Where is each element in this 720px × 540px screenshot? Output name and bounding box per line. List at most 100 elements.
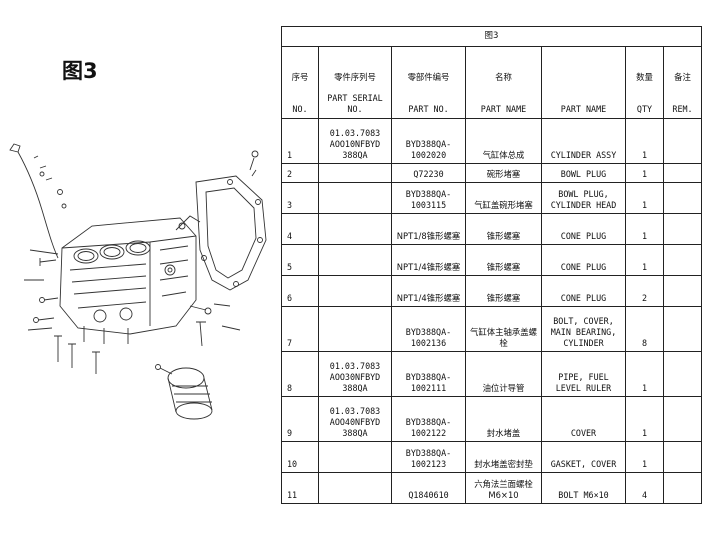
row-serial bbox=[318, 244, 392, 276]
row-no: 6 bbox=[281, 275, 319, 307]
row-no: 7 bbox=[281, 306, 319, 352]
header-name-cn: 名称 bbox=[465, 46, 542, 86]
row-rem bbox=[663, 351, 702, 397]
table-row: 3 BYD388QA-1003115 气缸盖碗形堵塞 BOWL PLUG, CY… bbox=[281, 182, 702, 214]
row-name-cn: 封水堵盖 bbox=[465, 396, 542, 442]
row-serial bbox=[318, 441, 392, 473]
row-qty: 1 bbox=[625, 163, 664, 183]
table-row: 5 NPT1/4锥形螺塞 锥形螺塞 CONE PLUG 1 bbox=[281, 244, 702, 276]
header-no-en: NO. bbox=[281, 86, 319, 119]
row-qty: 1 bbox=[625, 182, 664, 214]
row-name-cn: 锥形螺塞 bbox=[465, 275, 542, 307]
figure-label: 图3 bbox=[62, 59, 98, 83]
row-name-cn: 封水堵盖密封垫 bbox=[465, 441, 542, 473]
row-serial: 01.03.7083 AOO30NFBYD 388QA bbox=[318, 351, 392, 397]
row-rem bbox=[663, 182, 702, 214]
row-name-cn: 锥形螺塞 bbox=[465, 244, 542, 276]
row-name-en: BOWL PLUG, CYLINDER HEAD bbox=[541, 182, 626, 214]
header-name-en-cn bbox=[541, 46, 626, 86]
row-no: 3 bbox=[281, 182, 319, 214]
row-no: 4 bbox=[281, 213, 319, 245]
row-no: 5 bbox=[281, 244, 319, 276]
row-name-cn: 气缸盖碗形堵塞 bbox=[465, 182, 542, 214]
row-qty: 1 bbox=[625, 213, 664, 245]
row-rem bbox=[663, 441, 702, 473]
row-part-no: Q72230 bbox=[391, 163, 466, 183]
row-serial bbox=[318, 213, 392, 245]
row-rem bbox=[663, 306, 702, 352]
row-name-en: PIPE, FUEL LEVEL RULER bbox=[541, 351, 626, 397]
table-row: 8 01.03.7083 AOO30NFBYD 388QA BYD388QA-1… bbox=[281, 351, 702, 397]
table-row: 10 BYD388QA-1002123 封水堵盖密封垫 GASKET, COVE… bbox=[281, 441, 702, 473]
header-qty-cn: 数量 bbox=[625, 46, 664, 86]
row-qty: 2 bbox=[625, 275, 664, 307]
row-part-no: BYD388QA-1002136 bbox=[391, 306, 466, 352]
table-row: 1 01.03.7083 AOO10NFBYD 388QA BYD388QA-1… bbox=[281, 118, 702, 164]
row-name-en: GASKET, COVER bbox=[541, 441, 626, 473]
row-part-no: BYD388QA-1002111 bbox=[391, 351, 466, 397]
table-row: 4 NPT1/8锥形螺塞 锥形螺塞 CONE PLUG 1 bbox=[281, 213, 702, 245]
row-serial: 01.03.7083 AOO10NFBYD 388QA bbox=[318, 118, 392, 164]
row-qty: 8 bbox=[625, 306, 664, 352]
row-name-en: BOLT M6×10 bbox=[541, 472, 626, 504]
row-name-en: BOLT, COVER, MAIN BEARING, CYLINDER bbox=[541, 306, 626, 352]
row-serial bbox=[318, 472, 392, 504]
row-qty: 1 bbox=[625, 244, 664, 276]
row-no: 11 bbox=[281, 472, 319, 504]
header-part-no-en: PART NO. bbox=[391, 86, 466, 119]
header-rem-cn: 备注 bbox=[663, 46, 702, 86]
header-serial-en: PART SERIAL NO. bbox=[318, 86, 392, 119]
row-rem bbox=[663, 275, 702, 307]
row-name-en: COVER bbox=[541, 396, 626, 442]
table-row: 11 Q1840610 六角法兰面螺栓M6×10 BOLT M6×10 4 bbox=[281, 472, 702, 504]
row-part-no: BYD388QA-1002123 bbox=[391, 441, 466, 473]
row-name-cn: 油位计导管 bbox=[465, 351, 542, 397]
header-qty-en: QTY bbox=[625, 86, 664, 119]
row-serial bbox=[318, 275, 392, 307]
row-no: 9 bbox=[281, 396, 319, 442]
row-part-no: NPT1/4锥形螺塞 bbox=[391, 244, 466, 276]
engine-block-exploded-drawing bbox=[9, 143, 267, 420]
row-part-no: NPT1/8锥形螺塞 bbox=[391, 213, 466, 245]
row-name-en: CYLINDER ASSY bbox=[541, 118, 626, 164]
row-no: 1 bbox=[281, 118, 319, 164]
header-no-cn: 序号 bbox=[281, 46, 319, 86]
header-part-name-en: PART NAME bbox=[541, 86, 626, 119]
row-part-no: BYD388QA-1003115 bbox=[391, 182, 466, 214]
row-rem bbox=[663, 396, 702, 442]
row-part-no: BYD388QA-1002020 bbox=[391, 118, 466, 164]
row-serial: 01.03.7083 AOO40NFBYD 388QA bbox=[318, 396, 392, 442]
header-row-cn: 序号 零件序列号 零部件编号 名称 数量 备注 bbox=[281, 46, 702, 86]
row-qty: 4 bbox=[625, 472, 664, 504]
header-part-no-cn: 零部件编号 bbox=[391, 46, 466, 86]
parts-table: 图3 序号 零件序列号 零部件编号 名称 数量 备注 NO. PART SERI… bbox=[281, 26, 702, 504]
row-qty: 1 bbox=[625, 396, 664, 442]
header-rem-en: REM. bbox=[663, 86, 702, 119]
table-row: 9 01.03.7083 AOO40NFBYD 388QA BYD388QA-1… bbox=[281, 396, 702, 442]
row-rem bbox=[663, 244, 702, 276]
row-rem bbox=[663, 118, 702, 164]
header-row-en: NO. PART SERIAL NO. PART NO. PART NAME P… bbox=[281, 86, 702, 119]
row-serial bbox=[318, 182, 392, 214]
row-name-en: BOWL PLUG bbox=[541, 163, 626, 183]
row-part-no: BYD388QA-1002122 bbox=[391, 396, 466, 442]
row-no: 10 bbox=[281, 441, 319, 473]
row-qty: 1 bbox=[625, 441, 664, 473]
row-name-en: CONE PLUG bbox=[541, 244, 626, 276]
table-row: 2 Q72230 碗形堵塞 BOWL PLUG 1 bbox=[281, 163, 702, 183]
row-rem bbox=[663, 472, 702, 504]
row-name-en: CONE PLUG bbox=[541, 213, 626, 245]
row-name-en: CONE PLUG bbox=[541, 275, 626, 307]
table-row: 7 BYD388QA-1002136 气缸体主轴承盖螺栓 BOLT, COVER… bbox=[281, 306, 702, 352]
row-name-cn: 气缸体主轴承盖螺栓 bbox=[465, 306, 542, 352]
row-serial bbox=[318, 163, 392, 183]
header-name-en: PART NAME bbox=[465, 86, 542, 119]
table-row: 6 NPT1/4锥形螺塞 锥形螺塞 CONE PLUG 2 bbox=[281, 275, 702, 307]
row-name-cn: 气缸体总成 bbox=[465, 118, 542, 164]
row-no: 2 bbox=[281, 163, 319, 183]
row-name-cn: 锥形螺塞 bbox=[465, 213, 542, 245]
row-name-cn: 六角法兰面螺栓M6×10 bbox=[465, 472, 542, 504]
row-qty: 1 bbox=[625, 351, 664, 397]
row-serial bbox=[318, 306, 392, 352]
row-rem bbox=[663, 163, 702, 183]
